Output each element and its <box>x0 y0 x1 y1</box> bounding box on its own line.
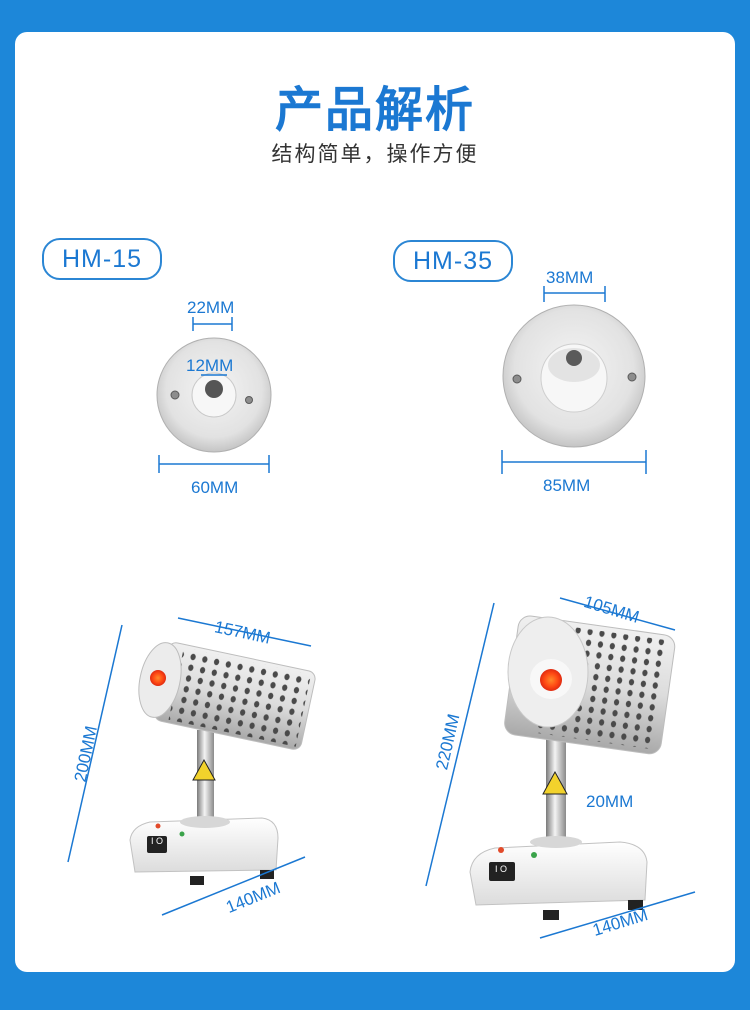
hm35-side-view <box>425 597 696 939</box>
hm15-front-view <box>156 317 272 473</box>
hm35-width-dimension: 85MM <box>543 476 591 495</box>
hm35-front-view <box>501 286 647 474</box>
page-subtitle: 结构简单，操作方便 <box>271 142 479 166</box>
hm35-tube-dimension: 20MM <box>586 792 634 811</box>
model-badge-hm35: HM-35 <box>393 240 513 282</box>
model-badge-hm15: HM-15 <box>42 238 162 280</box>
page-title: 产品解析 <box>274 82 475 138</box>
hm35-inner-dimension: 38MM <box>546 268 594 287</box>
content-card <box>15 32 735 972</box>
hm35-power-switch: I O <box>495 864 508 874</box>
hm15-width-dimension: 60MM <box>191 478 239 497</box>
hm15-side-view <box>67 617 316 916</box>
hm15-hole-dimension: 12MM <box>186 356 234 375</box>
hm15-inner-dimension: 22MM <box>187 298 235 317</box>
hm15-power-switch: I O <box>151 836 164 846</box>
